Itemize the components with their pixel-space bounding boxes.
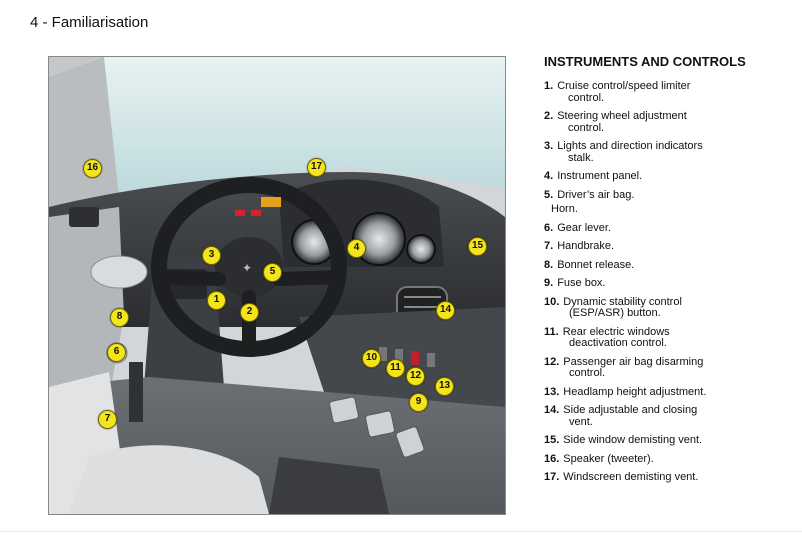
legend-item-number: 2.	[544, 110, 554, 122]
legend-item-text: Handbrake.	[557, 240, 615, 252]
callout-marker-10: 10	[362, 349, 381, 368]
legend-item-text: Cruise control/speed limiter	[557, 80, 691, 92]
legend-item-text: Driver’s air bag.	[557, 188, 635, 201]
legend-item: 6.Gear lever.	[544, 221, 794, 235]
legend-item-text: Rear electric windows	[562, 325, 670, 338]
legend-item-continuation: control.	[569, 367, 606, 379]
legend-item-continuation: deactivation control.	[569, 337, 667, 349]
legend-item-text: Passenger air bag disarming	[563, 355, 704, 368]
legend-item-number: 16.	[544, 452, 560, 465]
legend-item-text: Lights and direction indicators	[557, 140, 703, 152]
legend-item-text: Windscreen demisting vent.	[563, 471, 699, 483]
legend-item-number: 6.	[544, 221, 554, 234]
legend-item-text: Side adjustable and closing	[563, 404, 698, 416]
legend-item-number: 14.	[544, 404, 560, 416]
legend-item-number: 10.	[544, 295, 560, 308]
callout-marker-15: 15	[468, 237, 487, 256]
legend-item: 5.Driver’s air bag. Horn.	[544, 188, 794, 216]
callout-marker-17: 17	[307, 158, 326, 177]
callout-marker-14: 14	[436, 301, 455, 320]
legend-item-number: 15.	[544, 434, 560, 446]
legend-item-number: 8.	[544, 258, 554, 271]
legend-item: 8.Bonnet release.	[544, 258, 794, 272]
legend-item-text: Instrument panel.	[557, 170, 643, 182]
callout-marker-12: 12	[406, 367, 425, 386]
legend-item-text: Gear lever.	[557, 221, 611, 234]
legend-item: 17.Windscreen demisting vent.	[544, 471, 794, 484]
legend-item-text: Dynamic stability control	[563, 295, 682, 308]
controls-legend: INSTRUMENTS AND CONTROLS 1.Cruise contro…	[544, 55, 794, 491]
page-title: 4 - Familiarisation	[30, 14, 149, 31]
legend-item-number: 17.	[544, 471, 560, 483]
legend-item: 4.Instrument panel.	[544, 170, 794, 183]
legend-item: 9.Fuse box.	[544, 277, 794, 290]
callout-marker-9: 9	[409, 393, 428, 412]
legend-item-number: 12.	[544, 355, 560, 368]
legend-item-number: 9.	[544, 277, 554, 289]
legend-item-subtext: Horn.	[551, 203, 578, 215]
legend-title: INSTRUMENTS AND CONTROLS	[544, 54, 746, 69]
callout-marker-5: 5	[263, 263, 282, 282]
legend-item: 13.Headlamp height adjustment.	[544, 385, 794, 399]
dashboard-illustration: ✦ 1 2 3 4 5 6 7 8 9 10 11 12 13 14 15 16…	[48, 56, 506, 515]
legend-item-number: 1.	[544, 80, 554, 92]
callout-marker-16: 16	[83, 159, 102, 178]
page-divider	[0, 531, 802, 532]
svg-text:✦: ✦	[242, 261, 252, 275]
callout-marker-8: 8	[110, 308, 129, 327]
dashboard-drawing: ✦	[49, 57, 505, 514]
legend-item-continuation: vent.	[569, 415, 593, 428]
legend-item-text: Bonnet release.	[557, 258, 635, 271]
legend-item-text: Speaker (tweeter).	[563, 452, 654, 465]
callout-marker-13: 13	[435, 377, 454, 396]
legend-item-number: 3.	[544, 140, 554, 152]
callout-marker-2: 2	[240, 303, 259, 322]
callout-marker-11: 11	[386, 359, 405, 378]
legend-item-text: Headlamp height adjustment.	[563, 385, 707, 398]
legend-item-text: Steering wheel adjustment	[557, 110, 687, 122]
callout-marker-3: 3	[202, 246, 221, 265]
legend-item-text: Side window demisting vent.	[563, 434, 703, 446]
callout-marker-6: 6	[107, 343, 126, 362]
legend-item-number: 7.	[544, 240, 554, 252]
legend-item-continuation: control.	[568, 91, 605, 104]
legend-item: 16.Speaker (tweeter).	[544, 452, 794, 466]
callout-marker-7: 7	[98, 410, 117, 429]
legend-item-number: 5.	[544, 188, 554, 201]
legend-item-continuation: stalk.	[568, 151, 594, 164]
legend-item-number: 13.	[544, 385, 560, 398]
legend-item-continuation: control.	[568, 121, 605, 134]
legend-item-text: Fuse box.	[557, 277, 606, 289]
legend-item-number: 4.	[544, 170, 554, 182]
legend-item: 10.Dynamic stability control(ESP/ASR) bu…	[544, 295, 794, 320]
callout-marker-4: 4	[347, 239, 366, 258]
legend-item-continuation: (ESP/ASR) button.	[569, 307, 661, 319]
legend-item: 15.Side window demisting vent.	[544, 434, 794, 447]
legend-item: 7.Handbrake.	[544, 240, 794, 253]
callout-marker-1: 1	[207, 291, 226, 310]
legend-item-number: 11.	[544, 325, 559, 338]
